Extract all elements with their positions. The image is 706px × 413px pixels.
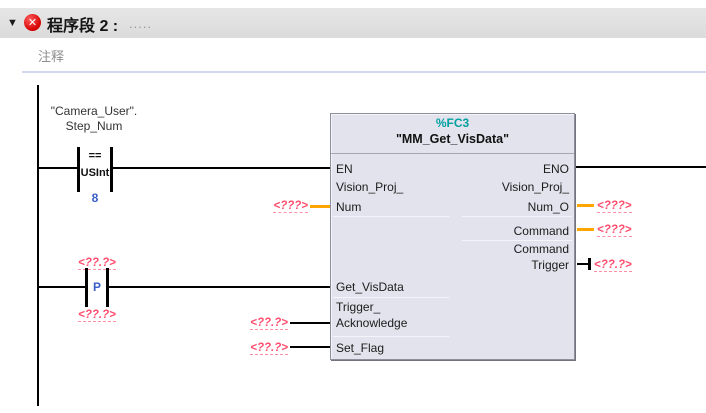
pin-separator — [462, 216, 572, 217]
trigger-acknowledge-operand[interactable]: <??.?> — [250, 317, 288, 330]
block-name[interactable]: "MM_Get_VisData" — [395, 132, 510, 146]
pin-command-trigger-line2: Trigger — [531, 258, 569, 272]
pin-vision-proj-o-line2: Num_O — [527, 200, 569, 214]
pin-get-visdata: Get_VisData — [336, 280, 404, 294]
network-title: 程序段 2 : — [47, 18, 119, 35]
pin-en: EN — [336, 162, 353, 176]
pin-command-trigger-line1: Command — [513, 242, 569, 256]
compare-operator: == — [88, 150, 102, 162]
collapse-triangle-icon[interactable]: ▼ — [7, 17, 18, 29]
p-contact-left-bar — [85, 268, 88, 307]
command-trigger-wire — [577, 263, 590, 265]
pin-separator — [462, 240, 572, 241]
comment-field[interactable]: 注释 — [36, 44, 696, 68]
p-contact-right-bar — [106, 268, 109, 307]
vision-proj-num-o-wire — [577, 204, 594, 207]
pin-command: Command — [513, 224, 569, 238]
vision-proj-num-o-operand[interactable]: <???> — [597, 200, 632, 213]
pin-vision-proj-line2: Num — [336, 200, 362, 214]
operand-line1: "Camera_User". — [50, 104, 138, 118]
network-title-placeholder[interactable]: ..... — [129, 16, 153, 31]
p-contact-operand-top[interactable]: <??.?> — [78, 257, 116, 270]
command-operand[interactable]: <???> — [597, 224, 632, 237]
rung2-wire — [38, 286, 330, 288]
pin-vision-proj-line1: Vision_Proj_ — [336, 180, 404, 194]
function-block-mm-get-visdata[interactable]: %FC3 "MM_Get_VisData" EN Vision_Proj_ Nu… — [330, 113, 575, 360]
pin-trigger-line2: Acknowledge — [336, 316, 408, 330]
eno-wire — [576, 166, 706, 168]
command-wire — [577, 228, 594, 231]
pin-separator — [333, 216, 449, 217]
pin-vision-proj-o-line1: Vision_Proj_ — [501, 180, 569, 194]
error-icon: ✕ — [24, 14, 41, 31]
rung1-wire — [38, 167, 330, 169]
compare-value[interactable]: 8 — [91, 191, 99, 205]
pin-separator — [333, 336, 449, 337]
power-rail — [37, 85, 39, 406]
set-flag-wire — [290, 346, 330, 348]
compare-contact-operand[interactable]: "Camera_User". Step_Num — [34, 104, 154, 134]
network-title-bar[interactable]: ▼ ✕ 程序段 2 : ..... — [0, 8, 706, 38]
pin-eno: ENO — [542, 162, 569, 176]
compare-contact-left-bar — [77, 147, 80, 192]
pin-trigger-line1: Trigger_ — [336, 300, 381, 314]
pin-separator — [333, 297, 449, 298]
function-block-header: %FC3 "MM_Get_VisData" — [331, 114, 574, 154]
vision-proj-num-wire — [310, 205, 330, 208]
command-trigger-terminal — [588, 258, 591, 270]
comment-divider — [22, 71, 706, 73]
set-flag-operand[interactable]: <??.?> — [250, 342, 288, 355]
operand-line2: Step_Num — [65, 119, 123, 133]
pin-set-flag: Set_Flag — [336, 341, 385, 355]
p-contact-operand-bottom[interactable]: <??.?> — [78, 309, 116, 322]
command-trigger-operand[interactable]: <??.?> — [594, 259, 632, 272]
trigger-acknowledge-wire — [290, 322, 330, 324]
compare-contact-right-bar — [110, 147, 113, 192]
vision-proj-num-operand[interactable]: <???> — [273, 200, 308, 213]
block-address: %FC3 — [435, 116, 470, 130]
compare-contact[interactable]: == USInt — [80, 148, 110, 190]
p-edge-contact[interactable]: P — [88, 279, 106, 295]
compare-data-type: USInt — [80, 167, 110, 179]
